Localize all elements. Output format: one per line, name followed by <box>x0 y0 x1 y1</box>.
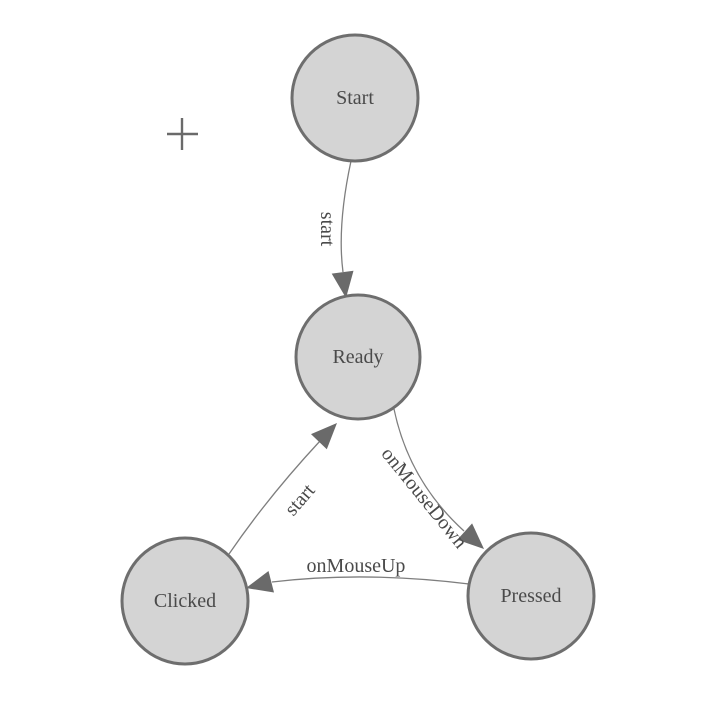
state-circle[interactable] <box>466 531 596 661</box>
arrowhead-icon <box>457 523 484 549</box>
transition-pressed-to-clicked[interactable]: onMouseUp <box>246 555 470 593</box>
state-circle[interactable] <box>294 293 422 421</box>
transition-label: start <box>316 212 338 247</box>
arrowhead-icon <box>311 423 337 450</box>
state-circle[interactable] <box>120 536 250 666</box>
arrowhead-icon <box>331 270 354 298</box>
transition-label: onMouseDown <box>377 443 472 553</box>
transition-clicked-to-ready[interactable]: start <box>228 423 337 555</box>
state-circle[interactable] <box>290 33 420 163</box>
plus-crosshair-icon <box>167 118 198 150</box>
transition-line[interactable] <box>228 440 321 555</box>
transition-ready-to-pressed[interactable]: onMouseDown <box>377 408 484 553</box>
transition-start-to-ready[interactable]: start <box>316 160 354 298</box>
state-label: Clicked <box>154 590 216 612</box>
state-label: Start <box>336 87 374 109</box>
state-node-pressed[interactable]: Pressed <box>466 531 596 661</box>
state-node-ready[interactable]: Ready <box>294 293 422 421</box>
transition-line[interactable] <box>271 576 470 585</box>
state-node-start[interactable]: Start <box>290 33 420 163</box>
transition-label: start <box>280 479 319 520</box>
state-label: Pressed <box>500 585 561 607</box>
state-node-clicked[interactable]: Clicked <box>120 536 250 666</box>
arrowhead-icon <box>246 571 274 593</box>
transition-line[interactable] <box>393 408 465 532</box>
transition-line[interactable] <box>340 160 352 273</box>
state-label: Ready <box>332 346 383 368</box>
transition-label: onMouseUp <box>307 555 406 577</box>
state-nodes: Start Ready Clicked Pressed <box>120 33 596 666</box>
